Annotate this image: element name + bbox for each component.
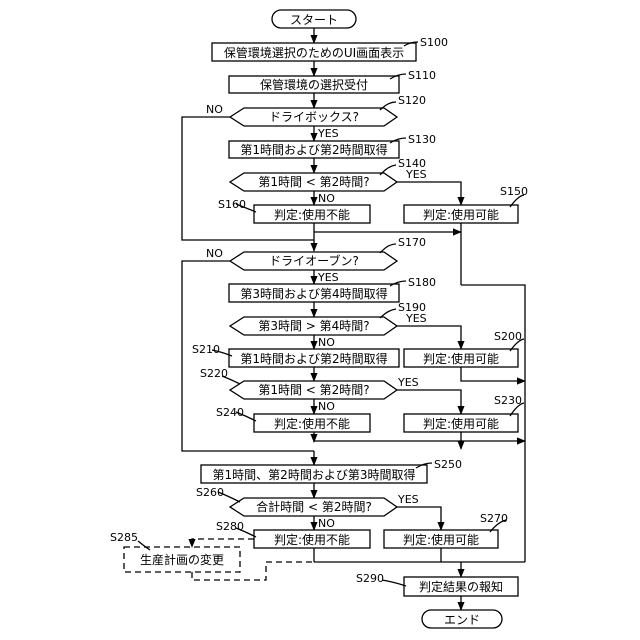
step-s260: S260 [196, 486, 224, 499]
arrow-s190-yes-s200 [397, 326, 461, 349]
s280-label: 判定:使用不能 [274, 532, 350, 547]
step-s270: S270 [480, 512, 508, 525]
s285-label: 生産計画の変更 [140, 552, 224, 567]
branch-s190-no: NO [318, 336, 335, 349]
step-s120: S120 [398, 94, 426, 107]
leader-s285 [138, 541, 150, 550]
s130-label: 第1時間および第2時間取得 [240, 142, 387, 157]
step-s100: S100 [420, 36, 448, 49]
step-s110: S110 [408, 69, 436, 82]
step-s160: S160 [218, 198, 246, 211]
s140-label: 第1時間 < 第2時間? [258, 175, 369, 189]
arrow-s200-bus [461, 367, 525, 381]
start-label: スタート [290, 13, 338, 27]
s180-label: 第3時間および第4時間取得 [240, 286, 387, 301]
arrow-s220-yes-s230 [397, 390, 461, 414]
branch-s220-yes: YES [397, 376, 419, 389]
branch-s120-no: NO [206, 103, 223, 116]
branch-s140-yes: YES [405, 168, 427, 181]
step-s250: S250 [434, 458, 462, 471]
s240-label: 判定:使用不能 [274, 416, 350, 431]
step-s230: S230 [494, 394, 522, 407]
branch-s260-no: NO [318, 517, 335, 530]
s290-label: 判定結果の報知 [419, 579, 503, 594]
s200-label: 判定:使用可能 [423, 351, 499, 366]
s160-label: 判定:使用不能 [274, 207, 350, 222]
leader-s290 [382, 580, 406, 586]
step-s200: S200 [494, 330, 522, 343]
step-s180: S180 [408, 276, 436, 289]
s230-label: 判定:使用可能 [423, 416, 499, 431]
arrow-s230-bus [461, 432, 525, 441]
s170-label: ドライオーブン? [269, 253, 359, 268]
arrow-s240-right [314, 441, 461, 449]
branch-s190-yes: YES [405, 312, 427, 325]
step-s285: S285 [110, 531, 138, 544]
step-s280: S280 [216, 520, 244, 533]
arrow-s140-yes-s150 [397, 182, 461, 205]
step-s210: S210 [192, 343, 220, 356]
branch-s260-yes: YES [397, 493, 419, 506]
s220-label: 第1時間 < 第2時間? [258, 383, 369, 397]
branch-s140-no: NO [318, 192, 335, 205]
branch-s220-no: NO [318, 400, 335, 413]
step-s150: S150 [500, 185, 528, 198]
s150-label: 判定:使用可能 [423, 207, 499, 222]
step-s220: S220 [200, 367, 228, 380]
s110-label: 保管環境の選択受付 [260, 77, 368, 92]
branch-s170-yes: YES [317, 271, 339, 284]
nodes: スタート 保管環境選択のためのUI画面表示 保管環境の選択受付 ドライボックス?… [124, 10, 518, 628]
s190-label: 第3時間 > 第4時間? [258, 319, 369, 333]
step-s290: S290 [356, 572, 384, 585]
arrow-s280-s285 [192, 539, 254, 547]
s250-label: 第1時間、第2時間および第3時間取得 [213, 467, 416, 482]
step-s240: S240 [216, 406, 244, 419]
s120-label: ドライボックス? [269, 110, 359, 124]
step-s170: S170 [398, 236, 426, 249]
arrow-s260-yes-s270 [397, 507, 441, 530]
branch-s120-yes: YES [317, 127, 339, 140]
s260-label: 合計時間 < 第2時間? [256, 499, 372, 514]
s100-label: 保管環境選択のためのUI画面表示 [224, 45, 404, 60]
end-label: エンド [444, 613, 480, 627]
s210-label: 第1時間および第2時間取得 [240, 351, 387, 366]
step-s130: S130 [408, 133, 436, 146]
s270-label: 判定:使用可能 [403, 532, 479, 547]
branch-s170-no: NO [206, 247, 223, 260]
